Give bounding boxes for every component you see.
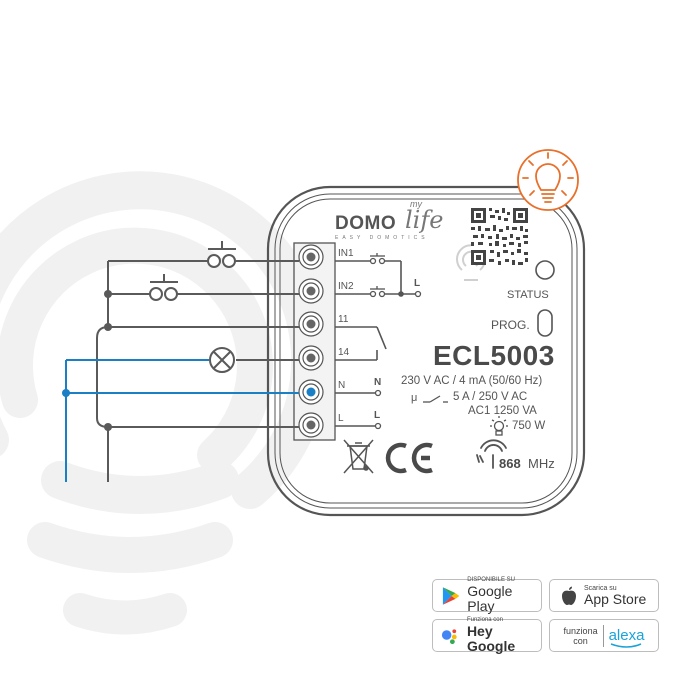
hey-google-badge[interactable]: Funziona con Hey Google: [432, 617, 542, 654]
push-button-in1-icon: [207, 241, 236, 268]
terminal-label-14: 14: [338, 347, 350, 358]
terminals: [298, 244, 324, 438]
watermark-bulb-icon: [0, 171, 330, 635]
prog-button: [537, 309, 553, 337]
alexa-logo-text: alexa: [608, 626, 645, 644]
google-play-icon: [442, 586, 460, 605]
terminal-in1: [298, 244, 324, 270]
spec-frequency-unit: MHz: [528, 456, 555, 471]
alexa-small-line2: con: [573, 635, 588, 646]
app-store-badge[interactable]: Scarica su App Store: [549, 579, 659, 612]
qr-code-icon: [471, 208, 528, 265]
prog-label: PROG.: [491, 318, 530, 332]
brand-logo-domo: DOMO: [335, 213, 397, 234]
l-supply-label: L: [374, 410, 381, 421]
google-play-small-text: DISPONIBILE SU: [467, 577, 515, 583]
internal-junction-dot: [398, 291, 404, 297]
google-assistant-icon: [441, 628, 457, 644]
spec-frequency: 868: [499, 456, 521, 471]
app-store-big-text: App Store: [584, 590, 647, 607]
terminal-11: [298, 311, 324, 337]
alexa-badge[interactable]: funziona con alexa: [549, 619, 659, 652]
spec-relay: 5 A / 250 V AC: [453, 391, 528, 403]
lamp-icon: [209, 347, 235, 373]
n-supply-label: N: [374, 377, 382, 388]
spec-lamp-power: 750 W: [512, 420, 546, 432]
terminal-label-n: N: [338, 380, 346, 391]
lamp-power-icon: [490, 416, 508, 436]
light-bulb-badge-icon: [517, 149, 579, 211]
status-led: [535, 260, 555, 280]
apple-icon: [562, 586, 576, 605]
spec-ac1: AC1 1250 VA: [468, 405, 537, 417]
terminal-n: [298, 379, 324, 405]
l-input-label: L: [414, 278, 421, 289]
google-play-big-text: Google Play: [467, 583, 513, 614]
external-wiring: [96, 260, 299, 482]
terminal-block: [293, 242, 336, 441]
terminal-label-in2: IN2: [338, 281, 354, 292]
brand-logo-my: my: [410, 199, 422, 209]
neutral-wiring: [65, 359, 299, 482]
internal-contacts: [369, 253, 422, 430]
alexa-smile-icon: [610, 642, 641, 648]
terminal-label-in1: IN1: [338, 248, 354, 259]
terminal-14: [298, 345, 324, 371]
radio-signal-icon: [476, 439, 507, 469]
app-store-small-text: Scarica su: [584, 584, 617, 592]
model-number: ECL5003: [433, 340, 555, 371]
weee-bin-icon: [343, 439, 374, 474]
alexa-small-line1: funziona: [563, 625, 598, 636]
junction-dots: [104, 290, 112, 431]
terminal-l: [298, 412, 324, 438]
terminal-in2: [298, 278, 324, 304]
terminal-label-l: L: [338, 413, 344, 424]
spec-supply: 230 V AC / 4 mA (50/60 Hz): [401, 375, 543, 387]
brand-tagline: EASY DOMOTICS: [335, 235, 429, 241]
push-button-in2-icon: [149, 274, 178, 301]
relay-contact-icon: [423, 395, 448, 403]
hey-google-small-text: Funziona con: [466, 617, 503, 623]
status-label: STATUS: [507, 289, 549, 301]
terminal-label-11: 11: [338, 314, 349, 325]
spec-relay-prefix: μ: [411, 392, 418, 404]
hey-google-big-text: Hey Google: [466, 623, 516, 654]
brand-logo-life: life: [405, 206, 444, 234]
ce-mark-icon: [385, 442, 433, 474]
device-outline: [266, 185, 586, 517]
internal-wiring: [335, 260, 416, 427]
google-play-badge[interactable]: DISPONIBILE SU Google Play: [432, 577, 542, 614]
neutral-junction-dot: [62, 389, 70, 397]
alexa-divider: [602, 624, 604, 647]
